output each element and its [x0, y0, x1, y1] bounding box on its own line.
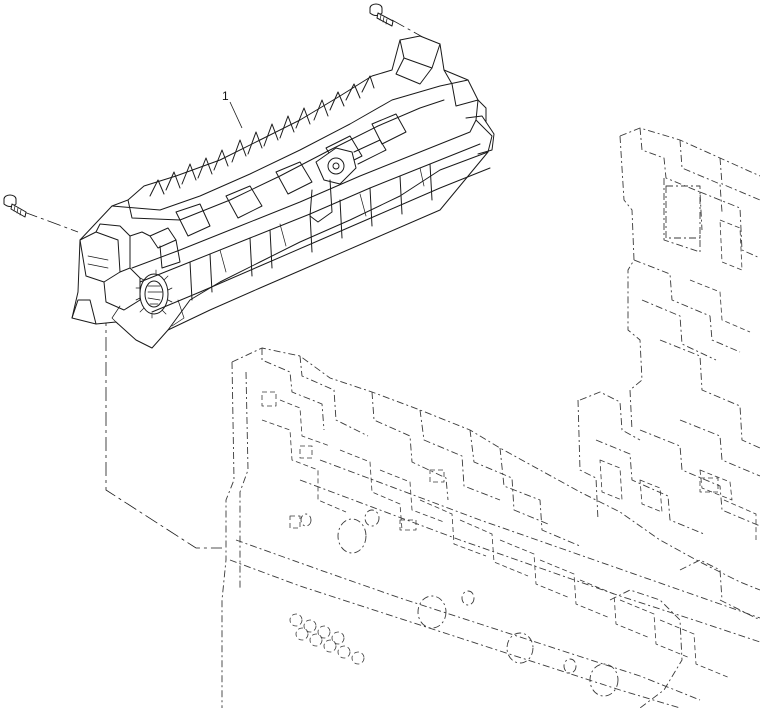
main-frame-ghost: [221, 347, 760, 708]
fuser-unit-part-1: [71, 35, 495, 349]
drive-gear: [135, 269, 173, 319]
screw-right: [369, 3, 394, 27]
assembly-leader-line: [105, 262, 222, 549]
callout-1: 1: [222, 89, 243, 129]
pressure-lever: [309, 139, 387, 223]
callout-1-label: 1: [222, 89, 229, 103]
screw-axis-line-left: [23, 211, 79, 233]
callout-1-leader: [229, 101, 243, 129]
side-frame-ghost: [577, 127, 760, 540]
screw-left: [3, 194, 27, 218]
cooling-ribs: [149, 75, 375, 197]
